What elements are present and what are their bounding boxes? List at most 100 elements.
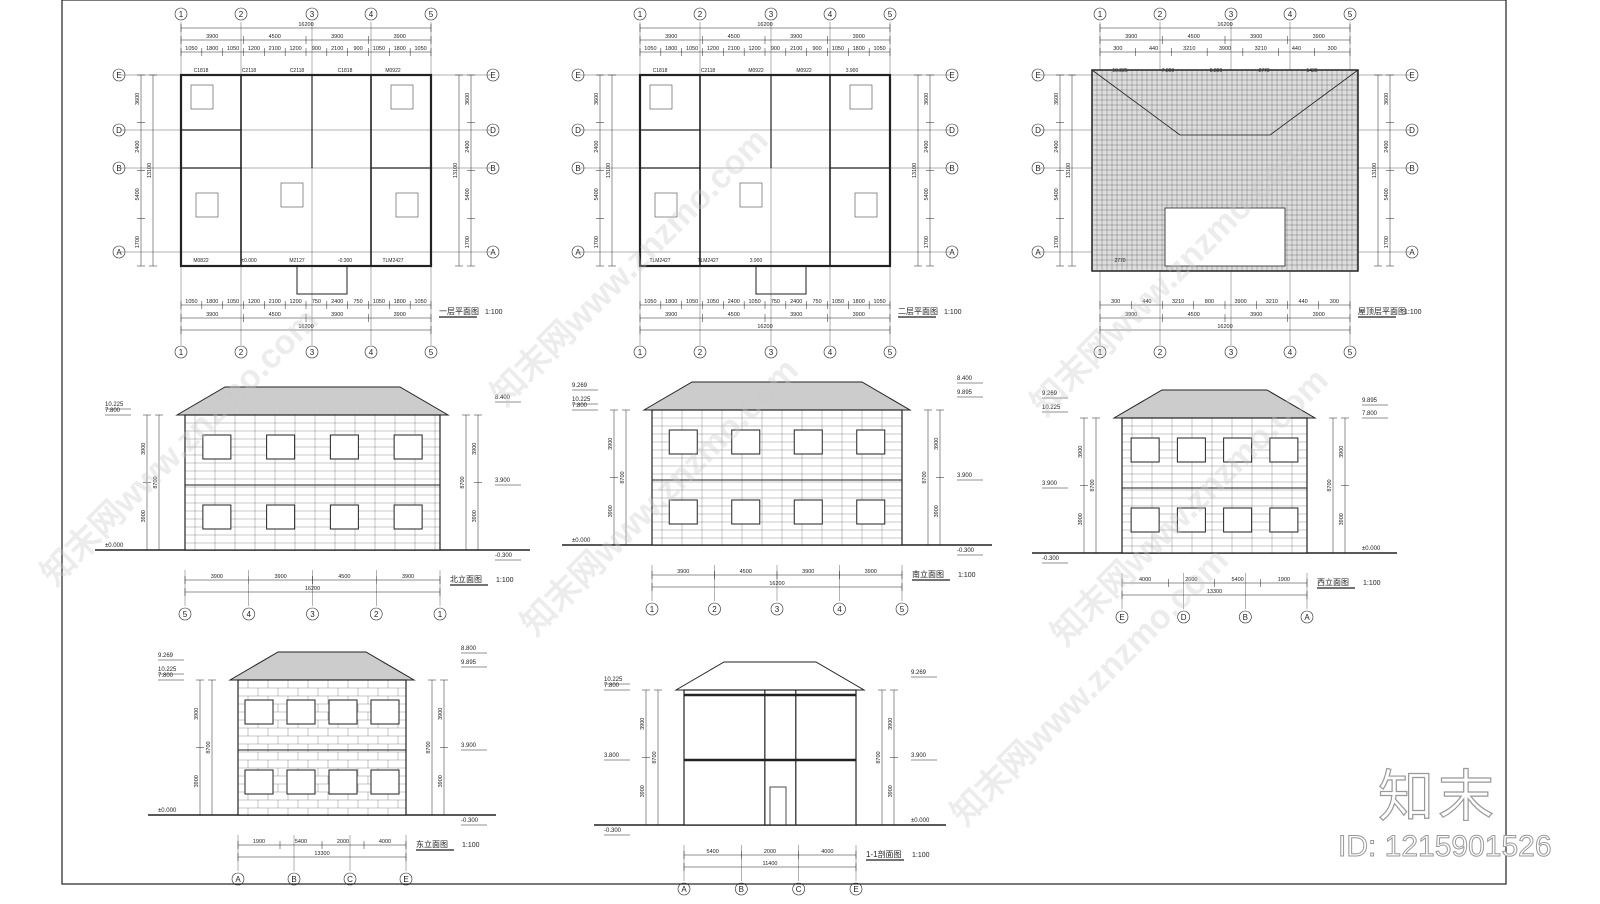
dimension-text: 3900 — [194, 775, 200, 787]
dimension-text: 1700 — [465, 236, 471, 248]
axis-bubble — [693, 345, 707, 359]
dimension-text: 8700 — [426, 741, 432, 753]
axis-label: E — [116, 71, 121, 80]
dimension-text: 3900 — [1339, 446, 1345, 458]
axis-label: 4 — [369, 10, 374, 19]
axis-label: 5 — [900, 605, 905, 614]
axis-label: E — [403, 875, 408, 884]
axis-bubble — [883, 7, 897, 21]
dimension-text: 13300 — [314, 851, 329, 857]
window — [856, 499, 886, 525]
dimension-text: 3900 — [888, 785, 894, 797]
axis-label: 4 — [1288, 10, 1293, 19]
window — [244, 699, 274, 725]
dimension-text: 2400 — [1384, 141, 1390, 153]
dimension-text: 8700 — [1090, 479, 1096, 491]
dimension-text: 440 — [1299, 299, 1308, 305]
drawing-title: 南立面图 — [912, 569, 944, 579]
dimension-text: 3210 — [1172, 299, 1184, 305]
drawing-title: 北立面图 — [450, 574, 482, 584]
axis-bubble — [1224, 7, 1238, 21]
axis-bubble — [792, 882, 805, 896]
axis-bubble — [1153, 345, 1167, 359]
axis-label: 5 — [429, 348, 434, 357]
axis-bubble — [945, 161, 959, 175]
axis-label: 1 — [1098, 348, 1103, 357]
furniture — [849, 84, 873, 110]
axis-label: C — [796, 885, 802, 894]
furniture — [649, 84, 673, 110]
axis-label: D — [490, 126, 496, 135]
dimension-text: 2400 — [1054, 141, 1060, 153]
level-mark: 10.225 — [572, 397, 591, 403]
axis-bubble — [1283, 345, 1297, 359]
drawing-scale: 1:100 — [944, 309, 962, 316]
dimension-text: 300 — [1330, 299, 1339, 305]
dimension-text: 300 — [1111, 299, 1120, 305]
axis-bubble — [306, 607, 319, 621]
drawing-scale: 1:100 — [912, 852, 930, 859]
window — [1223, 507, 1253, 533]
axis-label: A — [1409, 248, 1415, 257]
axis-bubble — [287, 872, 301, 886]
dimension-text: 2400 — [790, 299, 802, 305]
axis-bubble — [1153, 7, 1167, 21]
dimension-text: 3900 — [608, 505, 614, 517]
dimension-text: 3900 — [331, 312, 343, 318]
plan-annotation: C2118 — [242, 68, 257, 74]
dimension-text: 5400 — [135, 188, 141, 200]
level-mark: -0.300 — [495, 553, 513, 559]
dimension-text: 1050 — [373, 299, 385, 305]
furniture — [280, 182, 304, 208]
dimension-text: 3900 — [194, 708, 200, 720]
axis-label: A — [1304, 613, 1310, 622]
dimension-text: 4500 — [1188, 312, 1200, 318]
axis-bubble — [895, 602, 909, 616]
furniture — [190, 84, 214, 110]
axis-label: 5 — [429, 10, 434, 19]
axis-label: B — [575, 164, 580, 173]
axis-label: D — [116, 126, 122, 135]
dimension-text: 1050 — [185, 299, 197, 305]
dimension-text: 1050 — [644, 46, 656, 52]
plan-annotation: -0.300 — [338, 258, 352, 264]
roof-section — [674, 661, 866, 691]
axis-bubble — [343, 872, 357, 886]
level-mark: 10.225 — [158, 667, 177, 673]
axis-bubble — [1405, 161, 1419, 175]
dimension-text: 1800 — [853, 46, 865, 52]
dimension-text: 2100 — [269, 46, 281, 52]
axis-bubble — [369, 607, 383, 621]
axis-bubble — [1177, 610, 1190, 624]
roof-tile-hatch — [1091, 70, 1358, 271]
dimension-text: 1700 — [135, 236, 141, 248]
dimension-text: 1200 — [289, 46, 301, 52]
dimension-text: 3900 — [206, 34, 218, 40]
level-mark: 3.900 — [1042, 481, 1058, 487]
level-mark: 9.895 — [957, 390, 973, 396]
furniture — [739, 182, 763, 208]
dimension-text: 3900 — [1125, 34, 1137, 40]
axis-label: A — [1035, 248, 1041, 257]
axis-bubble — [174, 345, 188, 359]
dimension-text: 16200 — [298, 324, 313, 330]
dimension-text: 4500 — [728, 312, 740, 318]
furniture — [854, 192, 878, 218]
axis-bubble — [571, 161, 585, 175]
dimension-text: 3900 — [394, 312, 406, 318]
dimension-text: 900 — [353, 46, 362, 52]
axis-bubble — [364, 7, 378, 21]
axis-bubble — [571, 68, 585, 82]
dimension-text: 13100 — [453, 163, 459, 178]
dimension-text: 13300 — [1207, 589, 1222, 595]
axis-bubble — [1093, 345, 1107, 359]
axis-label: 1 — [1098, 10, 1103, 19]
dimension-text: 8700 — [1327, 479, 1333, 491]
dimension-text: 3600 — [1384, 93, 1390, 105]
dimension-text: 1800 — [206, 46, 218, 52]
axis-label: 3 — [775, 605, 780, 614]
axis-label: E — [1119, 613, 1124, 622]
axis-bubble — [1343, 345, 1357, 359]
window — [1269, 437, 1299, 463]
